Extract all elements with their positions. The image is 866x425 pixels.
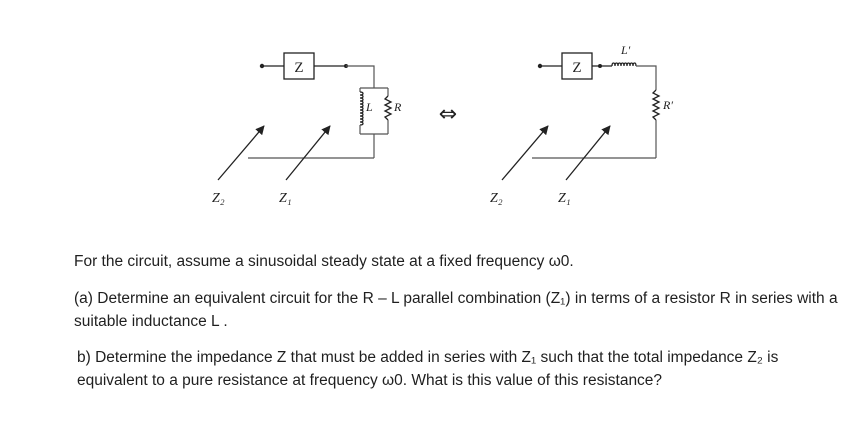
right-inductor-label: L′ — [620, 43, 631, 57]
left-z2-pointer — [217, 125, 265, 181]
right-resistor-label: R′ — [662, 98, 673, 112]
left-resistor-label: R — [393, 100, 402, 114]
right-z-label: Z — [572, 60, 581, 76]
right-z2-label: Z₂ — [490, 191, 503, 206]
right-z-box — [561, 52, 593, 80]
problem-intro: For the circuit, assume a sinusoidal ste… — [74, 253, 574, 270]
left-inductor — [359, 91, 364, 126]
left-z1-label: Z₁ — [279, 191, 292, 206]
right-z1-label: Z₁ — [558, 191, 571, 206]
circuit-diagram: Z L R Z₂ Z₁ ⇔ Z L′ — [212, 43, 673, 206]
left-inductor-label: L — [365, 100, 373, 114]
right-circuit: Z L′ R′ Z₂ Z₁ — [490, 43, 673, 206]
left-circuit: Z L R Z₂ Z₁ — [212, 52, 402, 206]
left-top-bus — [346, 65, 375, 88]
right-inductor — [611, 62, 637, 67]
right-z1-pointer — [565, 125, 611, 181]
left-z-label: Z — [294, 60, 303, 76]
right-resistor — [651, 89, 661, 121]
right-z2-pointer — [501, 125, 549, 181]
left-z1-pointer — [285, 125, 331, 181]
problem-part-a: (a) Determine an equivalent circuit for … — [74, 290, 838, 330]
problem-text: For the circuit, assume a sinusoidal ste… — [74, 250, 844, 392]
equivalence-arrow-icon: ⇔ — [439, 102, 457, 127]
problem-part-b: b) Determine the impedance Z that must b… — [77, 349, 779, 389]
left-resistor — [383, 95, 393, 121]
left-z2-label: Z₂ — [212, 191, 225, 206]
